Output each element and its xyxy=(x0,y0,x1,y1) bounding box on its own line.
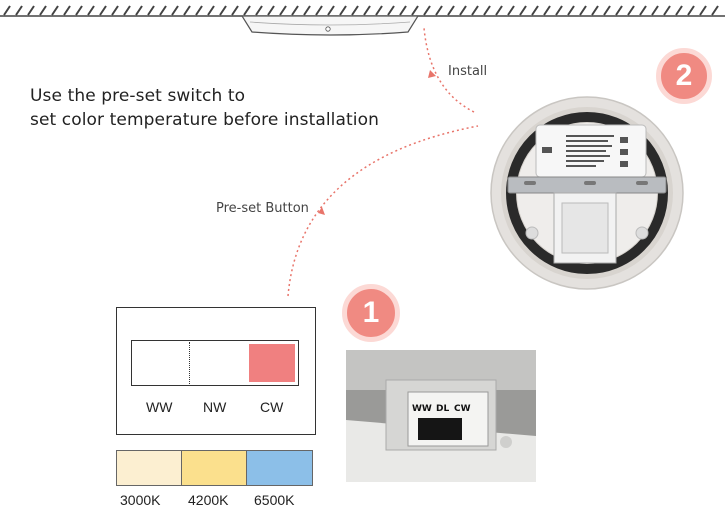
instruction-text: Use the pre-set switch to set color temp… xyxy=(30,84,379,132)
preset-arrow xyxy=(287,125,479,297)
switch-photo-graphic xyxy=(346,350,536,482)
install-label: Install xyxy=(448,64,488,79)
position-label-ww: WW xyxy=(146,399,173,415)
position-label-cw: CW xyxy=(260,399,284,415)
photo-label-cw: CW xyxy=(454,404,471,414)
swatch-3000k xyxy=(116,450,182,486)
step-1-badge: 1 xyxy=(342,284,400,342)
switch-closeup-photo: WW DL CW xyxy=(346,350,536,482)
preset-arrow-head xyxy=(318,207,325,215)
step-2-badge: 2 xyxy=(656,48,712,104)
swatch-4200k xyxy=(181,450,247,486)
swatch-6500k xyxy=(246,450,313,486)
photo-label-ww: WW xyxy=(412,404,432,414)
instruction-line-1: Use the pre-set switch to xyxy=(30,86,246,106)
position-label-nw: NW xyxy=(203,399,227,415)
switch-track xyxy=(131,340,299,386)
switch-divider xyxy=(189,342,190,384)
installed-ceiling-light xyxy=(240,15,420,36)
temp-label-4200k: 4200K xyxy=(188,492,229,508)
temp-label-6500k: 6500K xyxy=(254,492,295,508)
ceiling-hatch xyxy=(0,5,725,17)
switch-knob-cw xyxy=(249,344,295,382)
photo-label-dl: DL xyxy=(436,404,450,414)
install-arrow-head xyxy=(428,70,436,78)
temp-label-3000k: 3000K xyxy=(120,492,161,508)
instruction-line-2: set color temperature before installatio… xyxy=(30,110,379,130)
preset-button-label: Pre-set Button xyxy=(216,201,309,216)
light-back-photo xyxy=(490,96,684,290)
